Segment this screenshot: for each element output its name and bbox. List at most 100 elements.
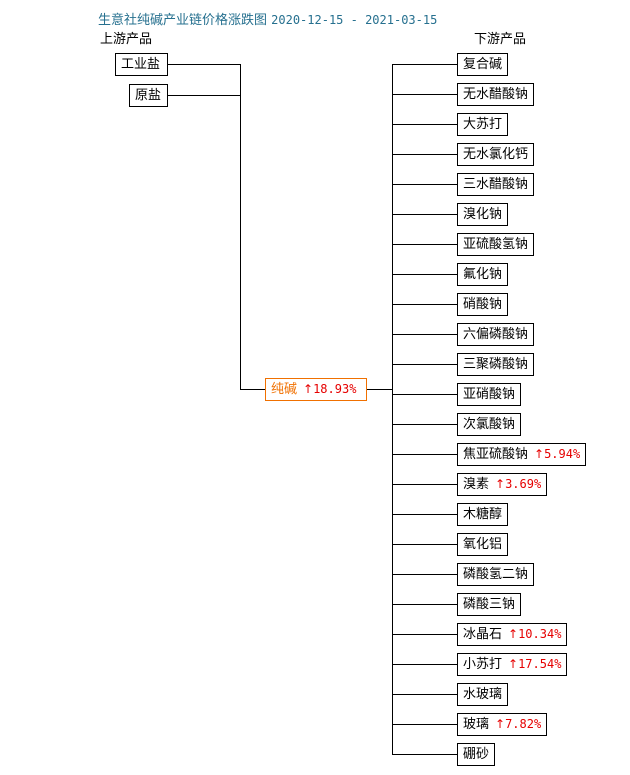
downstream-node-6[interactable]: 溴化钠 (457, 203, 509, 226)
node-label: 六偏磷酸钠 (463, 327, 529, 342)
node-label: 原盐 (135, 88, 162, 103)
downstream-stub-1 (392, 64, 457, 65)
node-label: 小苏打 (463, 657, 503, 672)
downstream-stub-7 (392, 244, 457, 245)
downstream-node-23[interactable]: 玻璃 ↑7.82% (457, 713, 548, 736)
downstream-stub-12 (392, 394, 457, 395)
chart-date-range: 2020-12-15 - 2021-03-15 (271, 13, 438, 27)
downstream-node-17[interactable]: 氧化铝 (457, 533, 509, 556)
downstream-node-4[interactable]: 无水氯化钙 (457, 143, 535, 166)
downstream-stub-13 (392, 424, 457, 425)
center-outlet-stub (367, 389, 392, 390)
upstream-trunk (240, 64, 241, 389)
upstream-node-1[interactable]: 工业盐 (115, 53, 168, 76)
downstream-stub-17 (392, 544, 457, 545)
upstream-stub-2 (168, 95, 240, 96)
downstream-node-24[interactable]: 硼砂 (457, 743, 496, 766)
downstream-stub-9 (392, 304, 457, 305)
downstream-node-1[interactable]: 复合碱 (457, 53, 509, 76)
downstream-node-14[interactable]: 焦亚硫酸钠 ↑5.94% (457, 443, 587, 466)
node-change-badge: ↑10.34% (508, 627, 561, 641)
node-change-badge: ↑3.69% (495, 477, 541, 491)
downstream-stub-18 (392, 574, 457, 575)
arrow-up-icon: ↑ (495, 477, 506, 491)
node-label: 溴素 (463, 477, 490, 492)
node-label: 亚硫酸氢钠 (463, 237, 529, 252)
node-label: 三水醋酸钠 (463, 177, 529, 192)
center-inlet-stub (240, 389, 265, 390)
downstream-node-13[interactable]: 次氯酸钠 (457, 413, 522, 436)
downstream-stub-3 (392, 124, 457, 125)
downstream-node-3[interactable]: 大苏打 (457, 113, 509, 136)
downstream-stub-5 (392, 184, 457, 185)
downstream-node-8[interactable]: 氟化钠 (457, 263, 509, 286)
arrow-up-icon: ↑ (495, 717, 506, 731)
node-change-value: 18.93% (313, 382, 357, 396)
node-label: 工业盐 (121, 57, 161, 72)
node-label: 溴化钠 (463, 207, 503, 222)
node-change-value: 17.54% (518, 657, 562, 671)
downstream-stub-19 (392, 604, 457, 605)
center-node-soda-ash[interactable]: 纯碱 ↑18.93% (265, 378, 367, 401)
node-change-badge: ↑18.93% (303, 382, 356, 396)
downstream-node-7[interactable]: 亚硫酸氢钠 (457, 233, 535, 256)
node-label: 木糖醇 (463, 507, 503, 522)
downstream-trunk (392, 64, 393, 754)
arrow-up-icon: ↑ (534, 447, 545, 461)
node-label: 水玻璃 (463, 687, 503, 702)
node-label: 磷酸氢二钠 (463, 567, 529, 582)
node-label: 焦亚硫酸钠 (463, 447, 529, 462)
node-change-value: 7.82% (505, 717, 542, 731)
downstream-stub-15 (392, 484, 457, 485)
upstream-node-2[interactable]: 原盐 (129, 84, 168, 107)
arrow-up-icon: ↑ (508, 657, 519, 671)
node-change-badge: ↑7.82% (495, 717, 541, 731)
node-label: 无水醋酸钠 (463, 87, 529, 102)
node-change-value: 3.69% (505, 477, 542, 491)
upstream-column-header: 上游产品 (100, 32, 153, 47)
node-label: 磷酸三钠 (463, 597, 516, 612)
downstream-stub-20 (392, 634, 457, 635)
node-change-value: 5.94% (544, 447, 581, 461)
downstream-node-11[interactable]: 三聚磷酸钠 (457, 353, 535, 376)
downstream-node-10[interactable]: 六偏磷酸钠 (457, 323, 535, 346)
downstream-stub-2 (392, 94, 457, 95)
downstream-node-21[interactable]: 小苏打 ↑17.54% (457, 653, 568, 676)
downstream-node-19[interactable]: 磷酸三钠 (457, 593, 522, 616)
chart-title-text: 生意社纯碱产业链价格涨跌图 (98, 13, 268, 28)
node-label: 亚硝酸钠 (463, 387, 516, 402)
downstream-stub-8 (392, 274, 457, 275)
node-label: 大苏打 (463, 117, 503, 132)
arrow-up-icon: ↑ (303, 382, 314, 396)
downstream-stub-10 (392, 334, 457, 335)
downstream-node-18[interactable]: 磷酸氢二钠 (457, 563, 535, 586)
downstream-stub-14 (392, 454, 457, 455)
node-label: 次氯酸钠 (463, 417, 516, 432)
downstream-stub-21 (392, 664, 457, 665)
node-label: 无水氯化钙 (463, 147, 529, 162)
chart-title: 生意社纯碱产业链价格涨跌图 2020-12-15 - 2021-03-15 (98, 9, 437, 28)
downstream-stub-22 (392, 694, 457, 695)
node-label: 硝酸钠 (463, 297, 503, 312)
downstream-node-2[interactable]: 无水醋酸钠 (457, 83, 535, 106)
downstream-node-9[interactable]: 硝酸钠 (457, 293, 509, 316)
node-label: 氧化铝 (463, 537, 503, 552)
downstream-node-5[interactable]: 三水醋酸钠 (457, 173, 535, 196)
downstream-stub-4 (392, 154, 457, 155)
node-label: 复合碱 (463, 57, 503, 72)
downstream-node-22[interactable]: 水玻璃 (457, 683, 509, 706)
node-label: 玻璃 (463, 717, 490, 732)
node-change-badge: ↑5.94% (534, 447, 580, 461)
downstream-node-15[interactable]: 溴素 ↑3.69% (457, 473, 548, 496)
downstream-stub-23 (392, 724, 457, 725)
node-label: 硼砂 (463, 747, 490, 762)
node-label: 三聚磷酸钠 (463, 357, 529, 372)
downstream-node-16[interactable]: 木糖醇 (457, 503, 509, 526)
node-change-badge: ↑17.54% (508, 657, 561, 671)
node-change-value: 10.34% (518, 627, 562, 641)
downstream-node-12[interactable]: 亚硝酸钠 (457, 383, 522, 406)
downstream-stub-11 (392, 364, 457, 365)
node-label: 纯碱 (271, 382, 298, 397)
node-label: 氟化钠 (463, 267, 503, 282)
downstream-node-20[interactable]: 冰晶石↑10.34% (457, 623, 568, 646)
